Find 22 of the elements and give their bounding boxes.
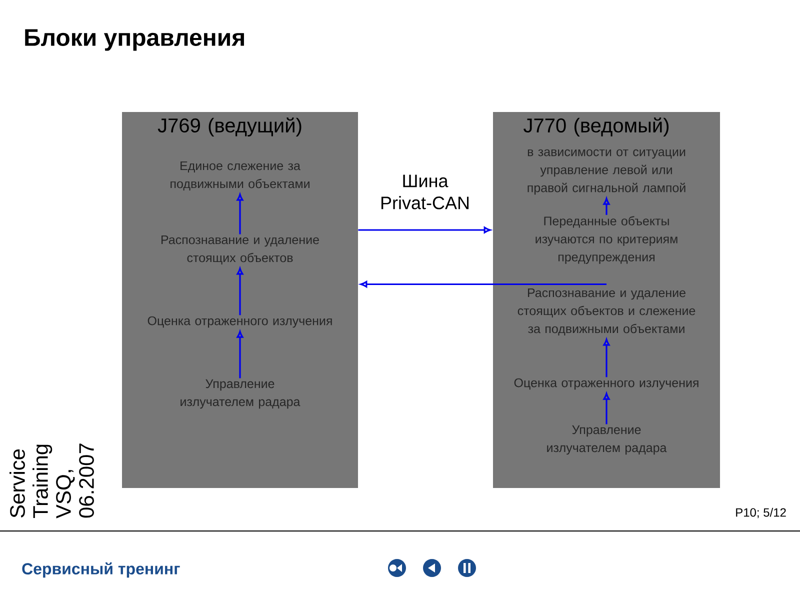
arrow — [236, 330, 244, 378]
function-text: Управление излучателем радара — [547, 425, 667, 455]
function-text: Переданные объекты изучаются по критериям предупреждения — [536, 216, 678, 264]
arrow — [236, 268, 244, 316]
arrow — [358, 226, 491, 234]
slide-title: Блоки управления — [25, 29, 244, 51]
arrow — [603, 338, 610, 378]
arrow — [603, 198, 610, 215]
function-text: Распознавание и удаление стоящих объектов — [162, 235, 319, 265]
page-number: P10; 5/12 — [736, 508, 786, 518]
function-text: Оценка отраженного излучения — [148, 316, 332, 328]
function-text: Распознавание и удаление стоящих объектов и слежение за подвижными объектами — [518, 288, 696, 336]
arrow — [236, 194, 244, 234]
function-text: Единое слежение за подвижными объектами — [170, 161, 310, 191]
function-text: в зависимости от ситуации управление левой или правой сигнальной лампой — [528, 149, 686, 195]
arrow — [360, 280, 606, 288]
footer-text: Сервисный тренинг — [22, 562, 180, 578]
function-text: Оценка отраженного излучения — [514, 378, 698, 390]
side-note: Service Training VSQ, 06.2007 — [10, 444, 94, 518]
arrow — [603, 392, 610, 424]
edge-label: Шина Privat-CAN — [381, 174, 469, 210]
function-text: Управление излучателем радара — [180, 379, 300, 409]
